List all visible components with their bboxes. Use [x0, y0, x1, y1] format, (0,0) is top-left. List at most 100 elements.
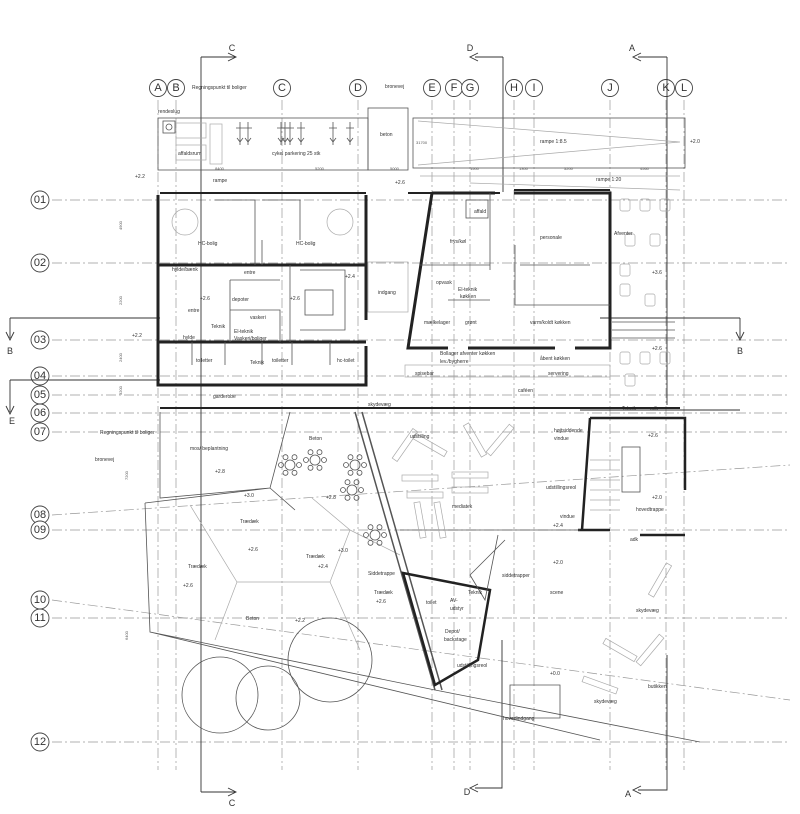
grid-label: K [662, 82, 670, 94]
grid-bubble-03 [30, 330, 50, 350]
chair-icon [367, 524, 374, 531]
room-label: indgang [378, 290, 396, 296]
dimension: 31700 [416, 140, 428, 145]
ramp-gentle-label: rampe 1:20 [596, 177, 622, 183]
area-label: siddetrapper [502, 573, 530, 579]
dimension: 4560 [640, 166, 650, 171]
round-feature [287, 617, 373, 703]
room-label: Teknik [250, 360, 265, 366]
room-label: AV- [450, 598, 458, 604]
room-label: Depot/ [445, 629, 460, 635]
cleaning-label: rendeslug [158, 109, 180, 115]
grid-label: A [154, 82, 162, 94]
chair-icon [307, 464, 314, 471]
area-label: Trædæk [240, 519, 259, 525]
room-label: Bollager afventer køkken [440, 351, 496, 357]
level-left: +2.2 [135, 174, 145, 180]
ref-point-top: Regningspunkt til boliger [192, 85, 247, 91]
section-d-top-label: D [467, 43, 474, 53]
level-ramp: +2.6 [395, 180, 405, 186]
grid-bubble-A [149, 79, 167, 97]
shelf [635, 633, 665, 667]
area-label: skydevæg [636, 608, 659, 614]
dimension: 1500 [470, 166, 480, 171]
area-label: adk [630, 537, 639, 543]
table-icon [639, 351, 651, 365]
level-label: +2.6 [290, 296, 300, 302]
room-label: Teknik [468, 590, 483, 596]
table-icon [619, 198, 631, 212]
dimension: 5200 [564, 166, 574, 171]
room-label: HC-bolig [198, 241, 218, 247]
ref-point-left: Regningspunkt til boliger [100, 430, 155, 436]
grid-bubble-06 [30, 403, 50, 423]
bike-icon [244, 122, 252, 145]
chair-icon [316, 464, 323, 471]
bike-icon [346, 122, 354, 145]
room-label: mælkelager [424, 320, 450, 326]
grid-bubble-I [525, 79, 543, 97]
table-icon [349, 459, 361, 471]
dimension: 3200 [118, 385, 123, 395]
road-left: bronevej [95, 457, 114, 463]
section-d: D D [464, 43, 504, 797]
chair-icon [296, 462, 302, 468]
table-icon [644, 293, 656, 307]
chair-icon [344, 479, 351, 486]
shelf [413, 501, 427, 539]
level-label: +2.2 [295, 618, 305, 624]
area-label: udstillingsreol [457, 663, 487, 669]
room-label: hylde/bænk [172, 267, 198, 273]
grid-label: C [278, 82, 286, 94]
table-icon [309, 454, 321, 466]
area-label: Beton [246, 616, 259, 622]
chair-icon [291, 469, 298, 476]
bike-icon [277, 122, 285, 145]
section-e-label: E [9, 416, 15, 426]
room-label: backstage [444, 637, 467, 643]
chair-icon [353, 494, 360, 501]
dimension: 7200 [124, 470, 129, 480]
dimension: 4900 [118, 220, 123, 230]
chair-icon [361, 462, 367, 468]
room-label: skydevæg [368, 402, 391, 408]
chair-icon [321, 457, 327, 463]
room-label: El-teknik [458, 287, 478, 293]
chair-icon [363, 532, 369, 538]
grid-bubble-L [675, 79, 693, 97]
grid-bubble-D [349, 79, 367, 97]
level-label: +2.8 [215, 469, 225, 475]
grid-bubble-B [167, 79, 185, 97]
table-icon [619, 263, 631, 277]
area-label: Trædæk [374, 590, 393, 596]
shelf [485, 423, 515, 457]
ramp-steep-label: rampe 1:8.5 [540, 139, 567, 145]
dimension: 1300 [519, 166, 529, 171]
level-label: +3.0 [244, 493, 254, 499]
table-icon [624, 373, 636, 387]
grid-label: 08 [34, 509, 46, 521]
ramp-label: rampe [213, 178, 227, 184]
room-label: toiletter [196, 358, 213, 364]
dimension: 5200 [315, 166, 325, 171]
area-label: højtsiddende [554, 428, 583, 434]
room-label: opvask [436, 280, 452, 286]
area-label: hovedtrappe [636, 507, 664, 513]
level-label: +3.6 [652, 270, 662, 276]
dimension: 2200 [118, 295, 123, 305]
bike-icon [236, 122, 244, 145]
shelf [406, 491, 444, 499]
room-label: entre [244, 270, 256, 276]
bike-icon [297, 122, 305, 145]
grid-label: 12 [34, 736, 46, 748]
section-b-left-label: B [7, 346, 13, 356]
planting-circle [235, 665, 301, 731]
grid-label: 07 [34, 426, 46, 438]
chair-icon [343, 462, 349, 468]
shelf [581, 675, 619, 695]
grid-bubble-J [601, 79, 619, 97]
chair-icon [376, 539, 383, 546]
grid-label: I [532, 82, 535, 94]
area-label: Trædæk [306, 554, 325, 560]
grid-bubble-12 [30, 732, 50, 752]
